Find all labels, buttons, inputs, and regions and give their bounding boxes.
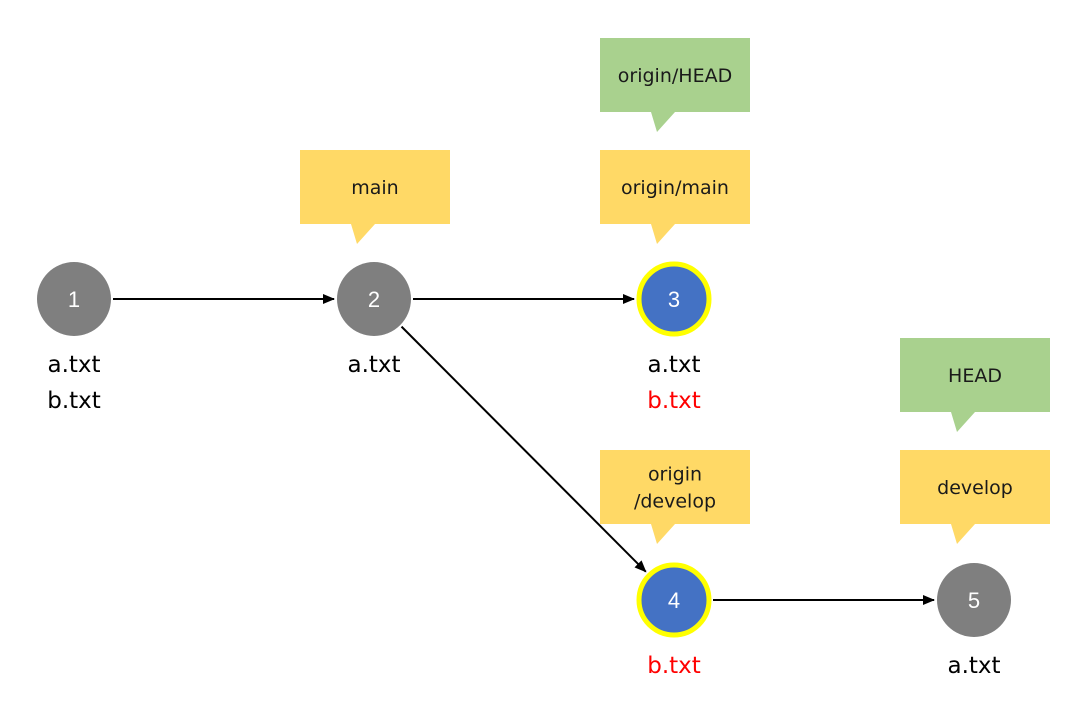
ref-origin-head-callout: origin/HEAD (600, 38, 750, 132)
callout-shape (600, 150, 750, 244)
commit-1-files: a.txt b.txt (47, 352, 101, 414)
callout-label: /develop (634, 491, 716, 513)
commit-circle (337, 262, 411, 336)
ref-callouts-layer: main origin/main origin/HEAD origin/develop… (300, 38, 1050, 544)
ref-head-callout: HEAD (900, 338, 1050, 432)
file-label: a.txt (947, 653, 1000, 679)
commit-label: 2 (368, 287, 380, 312)
callout-label: origin/HEAD (618, 65, 732, 87)
commit-circle (636, 562, 712, 638)
callout-label: origin/main (621, 177, 729, 199)
changed-file-label: b.txt (647, 653, 701, 679)
callout-label: main (351, 177, 398, 199)
commit-label: 4 (668, 588, 680, 613)
callout-shape (600, 38, 750, 132)
commit-node-2: 2 (337, 262, 411, 336)
commit-4-files: b.txt (647, 653, 701, 679)
file-label: a.txt (47, 352, 100, 378)
edge-c2-to-c4 (400, 325, 647, 573)
file-label: a.txt (647, 352, 700, 378)
commit-3-files: a.txt b.txt (647, 352, 701, 414)
commit-5-files: a.txt (947, 653, 1000, 679)
ref-develop-callout: develop (900, 450, 1050, 544)
commit-label: 3 (668, 287, 680, 312)
changed-file-label: b.txt (647, 388, 701, 414)
callout-shape (300, 150, 450, 244)
ref-origin-main-callout: origin/main (600, 150, 750, 244)
callout-label: develop (937, 477, 1013, 499)
commit-circle (937, 563, 1011, 637)
callout-shape (900, 338, 1050, 432)
edges-layer (113, 294, 935, 605)
commit-circle (37, 262, 111, 336)
commit-nodes-layer: 1 2 3 4 5 (37, 261, 1011, 638)
callout-label: HEAD (948, 365, 1002, 387)
commit-2-files: a.txt (347, 352, 400, 378)
commit-label: 5 (968, 588, 980, 613)
commit-circle (636, 261, 712, 337)
commit-node-5: 5 (937, 563, 1011, 637)
commit-label: 1 (68, 287, 80, 312)
commit-node-3: 3 (636, 261, 712, 337)
ref-origin-develop-callout: origin/develop (600, 450, 750, 544)
file-label: a.txt (347, 352, 400, 378)
callout-shape (900, 450, 1050, 544)
commit-node-1: 1 (37, 262, 111, 336)
file-label: b.txt (47, 388, 101, 414)
callout-shape (600, 450, 750, 544)
commit-node-4: 4 (636, 562, 712, 638)
file-lists-layer: a.txt b.txt a.txt a.txt b.txt b.txt a.txt (47, 352, 1000, 679)
callout-label: origin (648, 464, 702, 486)
ref-main-callout: main (300, 150, 450, 244)
